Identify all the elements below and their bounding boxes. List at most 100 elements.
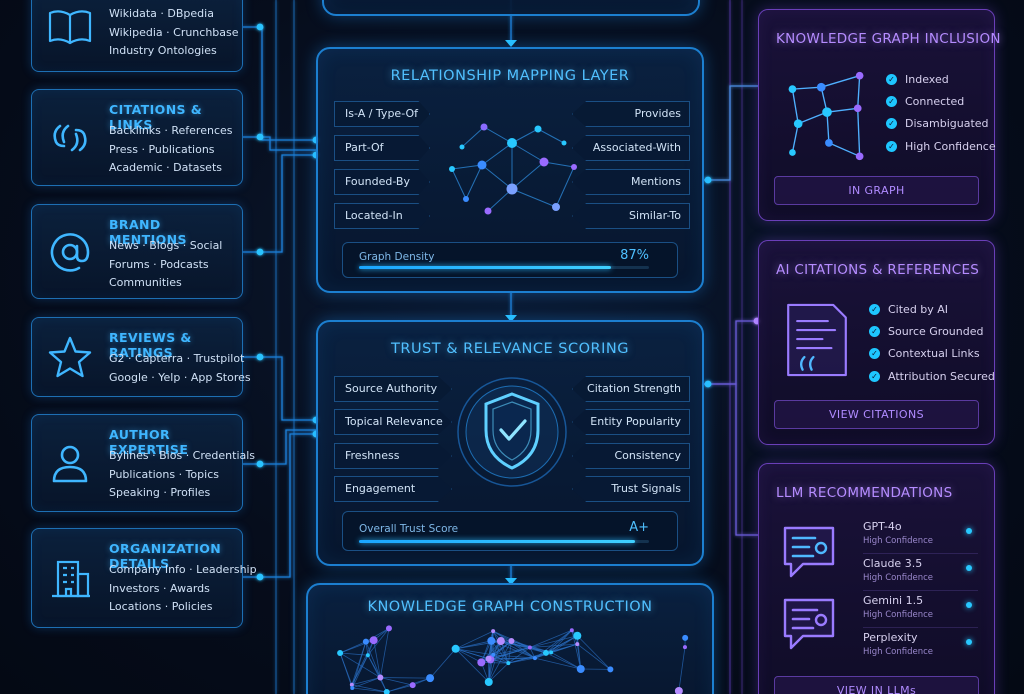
network-edge [351, 640, 375, 685]
network-edge [365, 628, 390, 642]
source-line: Wikipedia · Crunchbase [109, 25, 239, 39]
network-edge [493, 640, 512, 656]
card-title: LLM RECOMMENDATIONS [776, 485, 953, 501]
source-line: Press · Publications [109, 142, 215, 156]
source-title: CITATIONS & LINKS [109, 102, 203, 132]
network-edge [455, 648, 490, 683]
network-edge [339, 652, 381, 678]
relationship-mapping-panel[interactable]: RELATIONSHIP MAPPING LAYER Is-A / Type-O… [316, 47, 704, 293]
shield-check-icon [457, 377, 567, 487]
source-lines: G2 · Capterra · Trustpilot Google · Yelp… [109, 350, 251, 387]
view-citations-button[interactable]: VIEW CITATIONS [774, 400, 979, 429]
network-edge [488, 662, 509, 683]
meter-value: 87% [620, 248, 649, 263]
llm-model-row[interactable]: Gemini 1.5 High Confidence [863, 592, 978, 628]
network-node [576, 664, 585, 673]
llm-confidence: High Confidence [863, 647, 934, 657]
source-line: Academic · Datasets [109, 161, 222, 174]
relation-tag: Provides [572, 101, 690, 127]
check-item: ✓Indexed [886, 68, 996, 90]
ai-citations-card[interactable]: AI CITATIONS & REFERENCES ✓Cited by AI ✓… [758, 240, 995, 445]
meter-fill [359, 266, 612, 269]
source-lines: Backlinks · References Press · Publicati… [109, 122, 233, 178]
panel-title: RELATIONSHIP MAPPING LAYER [390, 68, 630, 84]
llm-confidence: High Confidence [863, 573, 934, 583]
network-node [549, 650, 554, 655]
network-edge [339, 652, 353, 689]
llm-model-row[interactable]: Perplexity High Confidence [863, 629, 978, 665]
panel-title: KNOWLEDGE GRAPH CONSTRUCTION [367, 599, 653, 615]
source-card-reviews-ratings[interactable]: REVIEWS & RATINGS G2 · Capterra · Trustp… [31, 317, 251, 397]
network-edge [352, 677, 381, 689]
network-node [496, 637, 505, 646]
network-edge [429, 648, 456, 679]
network-edge [551, 643, 578, 653]
trust-scoring-panel[interactable]: TRUST & RELEVANCE SCORING Source Authori… [316, 320, 704, 566]
in-graph-button[interactable]: IN GRAPH [774, 176, 979, 205]
network-node [674, 686, 683, 694]
source-line: Google · Yelp · App Stores [109, 370, 251, 384]
view-in-llms-button[interactable]: VIEW IN LLMs [774, 676, 979, 694]
book-icon [48, 10, 92, 45]
network-node [426, 674, 435, 683]
source-lines: Company Info · Leadership Investors · Aw… [109, 561, 257, 617]
network-edge [550, 635, 578, 653]
source-card-knowledge-bases[interactable]: Wikidata · DBpedia Wikipedia · Crunchbas… [31, 0, 243, 72]
network-node [365, 653, 370, 658]
score-tag: Source Authority [334, 376, 452, 402]
chat-bubble-icon [783, 598, 835, 650]
network-edge [493, 647, 530, 656]
network-edge [455, 630, 494, 650]
score-tag: Freshness [334, 443, 452, 469]
network-node [506, 661, 511, 666]
person-icon [52, 445, 88, 483]
source-line: Company Info · Leadership [109, 563, 257, 576]
llm-recommendations-card[interactable]: LLM RECOMMENDATIONS GPT-4o High Confiden… [758, 463, 995, 694]
llm-name: Claude 3.5 [863, 557, 923, 570]
source-lines: Wikidata · DBpedia Wikipedia · Crunchbas… [109, 5, 239, 61]
check-item: ✓Cited by AI [869, 298, 995, 320]
source-card-citations-links[interactable]: CITATIONS & LINKS Backlinks · References… [31, 89, 243, 186]
network-edge [386, 684, 413, 693]
source-card-brand-mentions[interactable]: BRAND MENTIONS News · Blogs · Social For… [31, 204, 243, 299]
network-node [477, 658, 486, 667]
source-card-author-expertise[interactable]: AUTHOR EXPERTISE Bylines · Bios · Creden… [31, 414, 255, 512]
status-dot [966, 528, 972, 534]
network-node [573, 631, 582, 640]
source-line: Communities [109, 276, 182, 289]
network-edge [534, 657, 581, 670]
source-line: Investors · Awards [109, 581, 210, 595]
source-line: Bylines · Bios · Credentials [109, 449, 256, 462]
network-node [575, 642, 580, 647]
network-node [485, 655, 492, 662]
graph-construction-panel[interactable]: KNOWLEDGE GRAPH CONSTRUCTION [306, 583, 714, 694]
check-item: ✓High Confidence [886, 135, 996, 157]
network-node [532, 656, 537, 661]
score-tag: Topical Relevance [334, 409, 452, 435]
source-title: ORGANIZATION DETAILS [109, 541, 222, 571]
knowledge-network [337, 625, 689, 694]
network-edge [492, 630, 509, 664]
check-icon: ✓ [886, 73, 897, 85]
source-line: Speaking · Profiles [109, 486, 211, 499]
card-title: AI CITATIONS & REFERENCES [776, 262, 980, 278]
llm-name: Perplexity [863, 631, 918, 644]
llm-model-row[interactable]: Claude 3.5 High Confidence [863, 555, 978, 591]
link-icon [53, 124, 87, 151]
network-node [385, 625, 392, 632]
meter-value: A+ [629, 520, 649, 535]
network-node [682, 645, 687, 650]
source-line: Locations · Policies [109, 600, 213, 613]
kg-inclusion-card[interactable]: KNOWLEDGE GRAPH INCLUSION ✓Indexed ✓Conn… [758, 9, 1000, 221]
trust-score-meter: Overall Trust Score A+ [342, 511, 678, 551]
network-edge [534, 635, 578, 659]
network-node [542, 649, 549, 656]
network-edge [373, 640, 381, 678]
relation-tag: Located-In [334, 203, 430, 229]
quote-document-icon [787, 303, 847, 377]
score-tag: Consistency [572, 443, 690, 469]
network-node [383, 689, 390, 694]
source-card-organization-details[interactable]: ORGANIZATION DETAILS Company Info · Lead… [31, 528, 257, 628]
llm-confidence: High Confidence [863, 536, 934, 546]
llm-model-row[interactable]: GPT-4o High Confidence [863, 518, 978, 554]
